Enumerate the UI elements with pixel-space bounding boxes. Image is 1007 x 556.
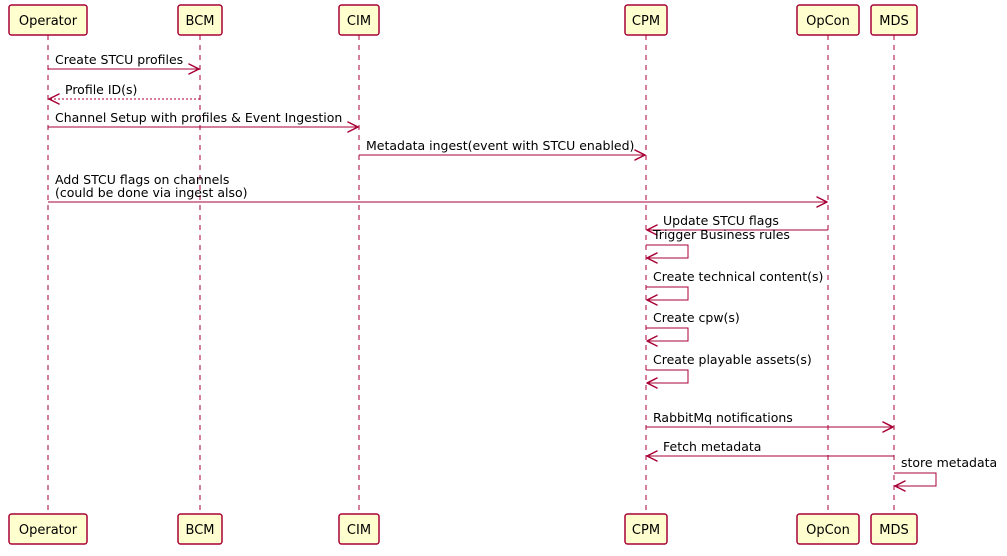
participant-label: CPM	[632, 14, 660, 29]
message-label: Add STCU flags on channels	[55, 172, 229, 187]
participant-label: CPM	[632, 523, 660, 538]
participant-label: CIM	[347, 14, 371, 29]
message-7: Trigger Business rules	[646, 227, 790, 264]
participant-box	[870, 513, 918, 545]
message-8: Create technical content(s)	[646, 269, 823, 306]
message-label: Create STCU profiles	[55, 52, 183, 67]
arrowhead	[816, 196, 828, 208]
participant-label: Operator	[19, 523, 78, 538]
message-label: RabbitMq notifications	[653, 410, 793, 425]
participant-cim-bottom: CIM	[338, 513, 380, 545]
participant-cpm-top: CPM	[624, 4, 668, 36]
participant-bcm-top: BCM	[177, 4, 223, 36]
arrowhead	[894, 480, 906, 492]
message-label: Create cpw(s)	[653, 310, 740, 325]
participant-label: MDS	[879, 523, 908, 538]
message-line	[646, 327, 689, 342]
arrowhead	[188, 63, 200, 75]
participant-box	[177, 513, 223, 545]
message-line	[646, 244, 689, 259]
arrowhead	[347, 121, 359, 133]
participant-label: Operator	[19, 14, 78, 29]
participant-box	[796, 4, 860, 36]
participant-label: OpCon	[806, 523, 850, 538]
participants: OperatorOperatorBCMBCMCIMCIMCPMCPMOpConO…	[8, 4, 918, 545]
participant-operator-top: Operator	[8, 4, 88, 36]
message-label: Create technical content(s)	[653, 269, 823, 284]
participant-box	[870, 4, 918, 36]
message-label: Update STCU flags	[663, 213, 779, 228]
arrowhead	[634, 149, 646, 161]
message-1: Create STCU profiles	[48, 52, 200, 75]
participant-cpm-bottom: CPM	[624, 513, 668, 545]
message-2: Profile ID(s)	[48, 82, 200, 105]
message-3: Channel Setup with profiles & Event Inge…	[48, 110, 359, 133]
message-label: Channel Setup with profiles & Event Inge…	[55, 110, 342, 125]
arrowhead	[882, 421, 894, 433]
message-label: (could be done via ingest also)	[55, 185, 248, 200]
participant-opcon-bottom: OpCon	[796, 513, 860, 545]
participant-box	[796, 513, 860, 545]
participant-box	[624, 513, 668, 545]
message-label: Metadata ingest(event with STCU enabled)	[366, 138, 634, 153]
participant-mds-top: MDS	[870, 4, 918, 36]
message-13: store metadata	[894, 455, 997, 492]
message-label: Create playable assets(s)	[653, 352, 812, 367]
message-label: Profile ID(s)	[65, 82, 137, 97]
participant-box	[8, 513, 88, 545]
arrowhead	[48, 93, 60, 105]
message-12: Fetch metadata	[646, 439, 894, 462]
message-line	[646, 369, 689, 384]
arrowhead	[646, 450, 658, 462]
participant-mds-bottom: MDS	[870, 513, 918, 545]
participant-bcm-bottom: BCM	[177, 513, 223, 545]
message-label: store metadata	[901, 455, 997, 470]
message-label: Trigger Business rules	[652, 227, 790, 242]
participant-box	[8, 4, 88, 36]
arrowhead	[646, 294, 658, 306]
message-5: Add STCU flags on channels(could be done…	[48, 172, 828, 208]
participant-label: BCM	[186, 523, 215, 538]
arrowhead	[646, 335, 658, 347]
arrowhead	[646, 252, 658, 264]
message-label: Fetch metadata	[663, 439, 761, 454]
message-4: Metadata ingest(event with STCU enabled)	[359, 138, 646, 161]
participant-label: CIM	[347, 523, 371, 538]
message-line	[646, 286, 689, 301]
message-11: RabbitMq notifications	[646, 410, 894, 433]
participant-cim-top: CIM	[338, 4, 380, 36]
message-6: Update STCU flags	[646, 213, 828, 236]
message-9: Create cpw(s)	[646, 310, 740, 347]
participant-box	[624, 4, 668, 36]
participant-operator-bottom: Operator	[8, 513, 88, 545]
participant-box	[338, 4, 380, 36]
participant-opcon-top: OpCon	[796, 4, 860, 36]
participant-label: BCM	[186, 14, 215, 29]
participant-box	[338, 513, 380, 545]
participant-box	[177, 4, 223, 36]
arrowhead	[646, 224, 658, 236]
participant-label: MDS	[879, 14, 908, 29]
message-10: Create playable assets(s)	[646, 352, 812, 389]
participant-label: OpCon	[806, 14, 850, 29]
arrowhead	[646, 377, 658, 389]
message-line	[894, 472, 937, 487]
